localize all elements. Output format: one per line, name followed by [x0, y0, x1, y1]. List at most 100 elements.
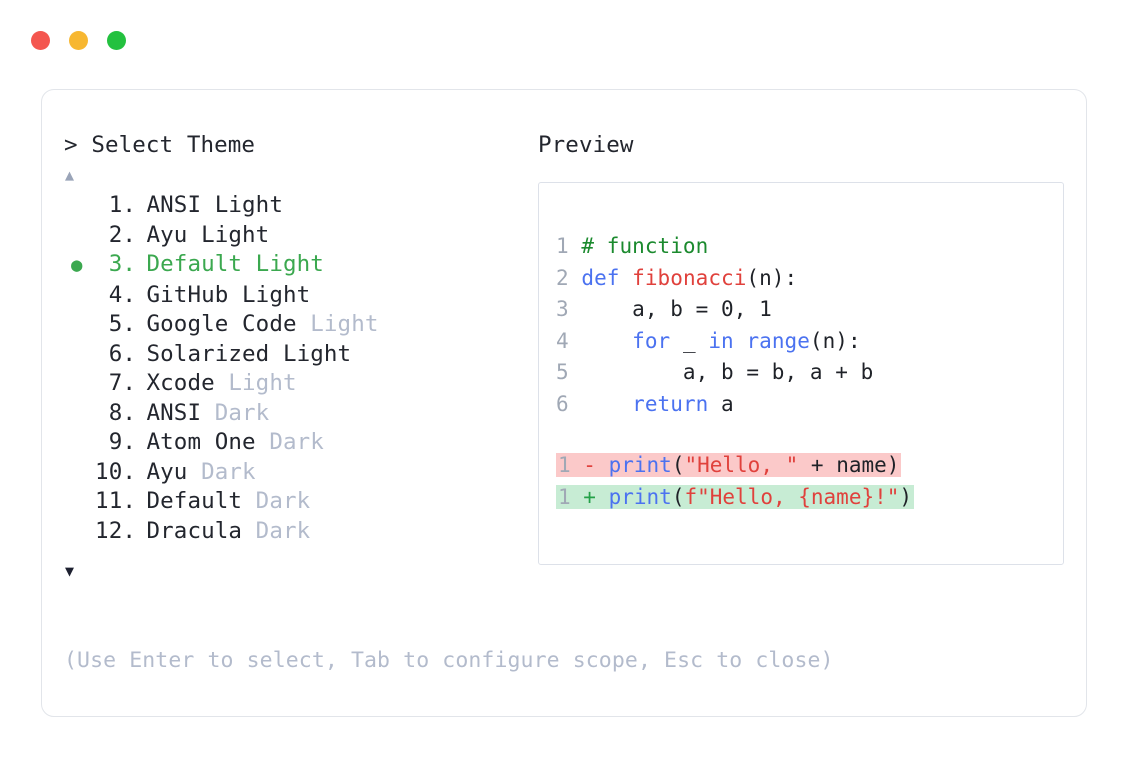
diff-line-del: 1 - print("Hello, " + name): [556, 450, 1063, 482]
code-token-plain: [581, 392, 632, 416]
theme-item-variant: Light: [296, 311, 379, 338]
code-line-number: 4: [556, 328, 582, 353]
theme-item-variant: Light: [228, 281, 311, 308]
theme-item-name: Default: [146, 488, 243, 515]
code-line: 4 for _ in range(n):: [556, 326, 1063, 358]
code-token-plain: + name): [798, 453, 900, 478]
theme-list-column: > Select Theme ▲ 1. ANSI Light 2. Ayu Ligh…: [64, 130, 534, 582]
diff-lines: 1 - print("Hello, " + name)1 + print(f"H…: [556, 450, 1063, 513]
prompt-chevron-icon: >: [64, 132, 78, 158]
theme-selector-card: > Select Theme ▲ 1. ANSI Light 2. Ayu Ligh…: [41, 89, 1087, 717]
theme-item-number: 2.: [95, 221, 136, 248]
theme-item-variant: Light: [201, 192, 283, 219]
code-line-number: 1: [556, 234, 582, 259]
theme-list-item[interactable]: 1. ANSI Light: [64, 191, 534, 221]
theme-item-variant: Dark: [187, 458, 256, 485]
theme-item-name: ANSI: [146, 192, 202, 219]
theme-item-variant: Dark: [201, 399, 270, 426]
code-token-builtin: print: [608, 453, 672, 478]
code-line-number: 2: [556, 265, 582, 290]
code-line: 3 a, b = 0, 1: [556, 294, 1063, 326]
code-line: 1 # function: [556, 231, 1063, 263]
theme-list-item[interactable]: 7.Xcode Light: [64, 369, 534, 399]
code-token-kw: def: [581, 265, 633, 290]
diff-line-add: 1 + print(f"Hello, {name}!"): [556, 482, 1063, 514]
theme-list-item[interactable]: 12.Dracula Dark: [64, 517, 534, 547]
keyboard-help-text: (Use Enter to select, Tab to configure s…: [64, 648, 834, 674]
code-token-str: f"Hello, {name}!": [684, 484, 900, 509]
minimize-button[interactable]: [69, 31, 88, 50]
theme-list-item[interactable]: 8. ANSI Dark: [64, 399, 534, 429]
selected-bullet-icon: ●: [71, 254, 83, 277]
close-button[interactable]: [31, 31, 50, 50]
theme-list-item[interactable]: 6. Solarized Light: [64, 340, 534, 370]
theme-item-variant: Light: [187, 221, 270, 248]
code-line-number: 6: [556, 391, 582, 416]
window-traffic-lights: [31, 31, 126, 50]
code-token-plain: a, b = 0, 1: [581, 297, 772, 322]
theme-item-number: 8.: [95, 399, 136, 426]
diff-marker-add: +: [583, 484, 609, 509]
code-token-plain: (: [671, 453, 685, 478]
diff-line-body: 1 - print("Hello, " + name): [556, 453, 902, 478]
code-token-plain: [581, 329, 632, 353]
scroll-up-icon[interactable]: ▲: [65, 166, 75, 185]
theme-item-name: Google Code: [146, 311, 297, 338]
code-token-plain: _: [670, 328, 709, 353]
theme-item-variant: Light: [242, 251, 324, 278]
theme-item-variant: Dark: [242, 488, 311, 515]
theme-item-number: 9.: [95, 429, 136, 456]
code-token-kw: return: [632, 391, 709, 416]
code-line: 2 def fibonacci(n):: [556, 263, 1063, 295]
theme-item-number: 11.: [95, 488, 136, 515]
theme-item-name: Ayu: [146, 221, 188, 248]
diff-marker-del: -: [583, 453, 609, 478]
code-token-plain: ): [899, 484, 913, 509]
theme-item-number: 5.: [95, 311, 136, 338]
scroll-down-icon[interactable]: ▼: [65, 562, 75, 581]
theme-item-name: ANSI: [146, 399, 202, 426]
code-token-comment: # function: [581, 234, 709, 259]
theme-item-variant: Dark: [242, 517, 311, 544]
code-token-plain: [734, 329, 747, 353]
code-token-kw: for: [632, 328, 671, 353]
maximize-button[interactable]: [107, 31, 126, 50]
theme-list-item[interactable]: ● 3. Default Light: [64, 250, 534, 281]
code-line-number: 5: [556, 360, 582, 385]
theme-item-number: 4.: [95, 281, 136, 308]
page-title: Select Theme: [91, 132, 256, 158]
theme-item-number: 3.: [95, 251, 136, 278]
theme-list: 1. ANSI Light 2. Ayu Light ● 3. Default Ligh…: [64, 191, 534, 546]
code-line: 5 a, b = b, a + b: [556, 357, 1063, 389]
theme-item-number: 10.: [95, 458, 136, 485]
theme-item-name: GitHub: [146, 281, 229, 308]
code-token-plain: (n):: [809, 328, 861, 353]
theme-list-item[interactable]: 5. Google Code Light: [64, 310, 534, 340]
diff-line-body: 1 + print(f"Hello, {name}!"): [556, 484, 915, 509]
theme-item-number: 6.: [95, 340, 136, 367]
code-token-plain: a: [708, 391, 734, 416]
theme-list-item[interactable]: 4. GitHub Light: [64, 281, 534, 311]
theme-item-name: Dracula: [146, 517, 243, 544]
code-spacer: [556, 420, 1063, 450]
theme-list-item[interactable]: 11. Default Dark: [64, 487, 534, 517]
theme-item-name: Ayu: [146, 458, 188, 485]
theme-item-number: 1.: [95, 192, 136, 219]
theme-list-item[interactable]: 9. Atom One Dark: [64, 428, 534, 458]
code-token-fn: fibonacci: [632, 265, 747, 290]
theme-item-name: Atom One: [146, 429, 256, 456]
theme-list-item[interactable]: 2. Ayu Light: [64, 221, 534, 251]
code-token-plain: (n):: [746, 265, 798, 290]
theme-item-name: Default: [146, 251, 243, 278]
theme-item-variant: Light: [269, 340, 352, 367]
diff-line-number: 1: [558, 484, 584, 509]
prompt-line: > Select Theme: [64, 130, 534, 160]
preview-title: Preview: [538, 132, 634, 158]
theme-list-item[interactable]: 10. Ayu Dark: [64, 458, 534, 488]
theme-item-variant: Dark: [255, 429, 324, 456]
theme-item-name: Solarized: [146, 340, 270, 367]
